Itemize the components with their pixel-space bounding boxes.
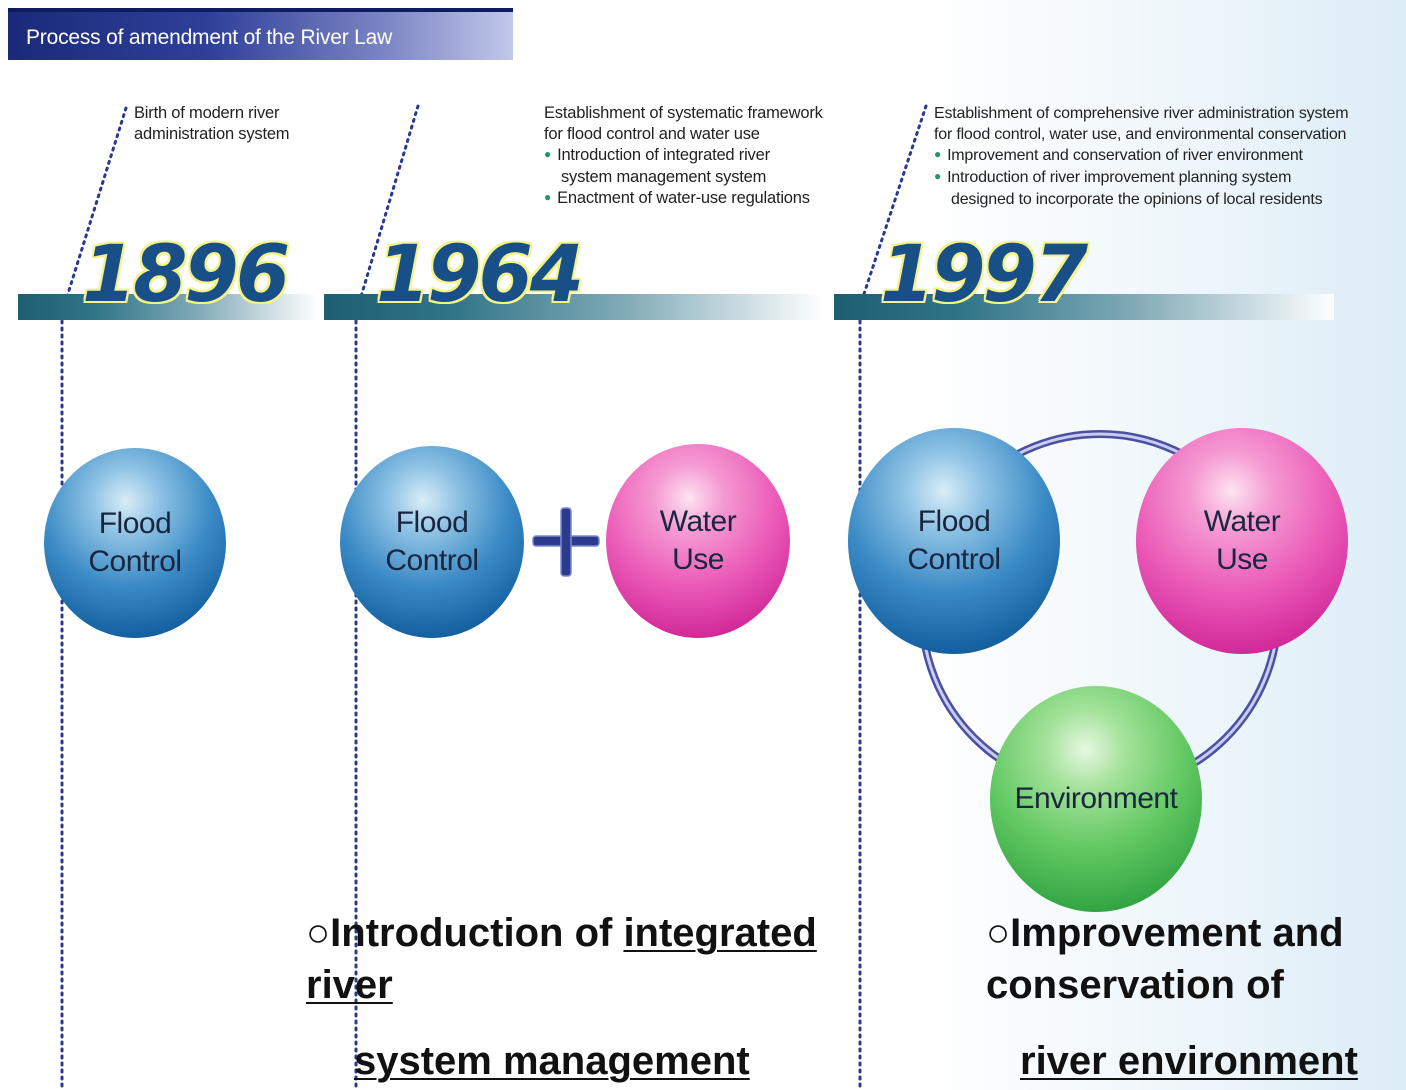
caption-right-line1: ○Improvement and	[986, 910, 1344, 956]
bullet-icon: ●	[934, 147, 942, 161]
timeline-bar-1997	[834, 294, 1334, 320]
note-1997-bullet2b: designed to incorporate the opinions of …	[951, 191, 1323, 208]
note-1964-bullet2: Enactment of water-use regulations	[557, 189, 810, 207]
caption-right-line3: river environment	[1020, 1038, 1358, 1084]
caption-left-line3: system management	[354, 1038, 750, 1084]
sphere-label-control: Control	[88, 545, 182, 578]
note-1964-line1: Establishment of systematic framework	[544, 104, 823, 122]
sphere-label-use: Use	[1216, 543, 1268, 576]
circle-icon: ○	[306, 911, 331, 955]
timeline-bar-1896	[18, 294, 318, 320]
note-1997-line2: for flood control, water use, and enviro…	[934, 126, 1347, 143]
year-1997: 1997	[880, 230, 1088, 320]
caption-left-part1: Introduction of	[330, 911, 624, 955]
sphere-water-use-1997: Water Use	[1136, 428, 1348, 654]
sphere-label-use: Use	[672, 543, 724, 576]
sphere-label-control: Control	[907, 543, 1001, 576]
caption-left-part4: system management	[354, 1039, 750, 1083]
sphere-label-flood: Flood	[395, 506, 469, 539]
caption-left-line1: ○Introduction of integrated	[306, 910, 817, 956]
note-1896-line1: Birth of modern river	[134, 104, 280, 122]
note-1964-line2: for flood control and water use	[544, 125, 760, 143]
sphere-water-use-1964: Water Use	[606, 444, 790, 638]
caption-right-part3: river environment	[1020, 1039, 1358, 1083]
circle-icon: ○	[986, 911, 1011, 955]
note-1896: Birth of modern river administration sys…	[134, 103, 290, 145]
year-1964: 1964	[376, 230, 584, 320]
sphere-environment-1997: Environment	[990, 686, 1202, 912]
caption-left-part3: river	[306, 963, 393, 1007]
bullet-icon: ●	[544, 190, 552, 204]
caption-right-part2: conservation of	[986, 963, 1284, 1007]
sphere-label-control: Control	[385, 544, 479, 577]
note-1997-bullet1: Improvement and conservation of river en…	[947, 147, 1303, 164]
header-title: Process of amendment of the River Law	[26, 26, 393, 49]
sphere-label-environment: Environment	[1014, 782, 1178, 815]
dotted-diagonal-1997	[860, 104, 928, 302]
sphere-label-water: Water	[1203, 505, 1281, 538]
bullet-icon: ●	[544, 147, 552, 161]
sphere-label-flood: Flood	[98, 507, 172, 540]
bullet-icon: ●	[934, 169, 942, 183]
caption-right-line2: conservation of	[986, 962, 1284, 1008]
note-1964-bullet1a: Introduction of integrated river	[557, 146, 770, 164]
caption-left-part2: integrated	[623, 911, 817, 955]
note-1997-line1: Establishment of comprehensive river adm…	[934, 105, 1349, 122]
note-1997: Establishment of comprehensive river adm…	[934, 103, 1349, 210]
note-1964-bullet1b: system management system	[561, 168, 767, 186]
sphere-flood-control-1896: Flood Control	[44, 448, 226, 638]
sphere-flood-control-1964: Flood Control	[340, 446, 524, 638]
note-1896-line2: administration system	[134, 125, 290, 143]
caption-right-part1: Improvement and	[1010, 911, 1344, 955]
sphere-flood-control-1997: Flood Control	[848, 428, 1060, 654]
sphere-label-flood: Flood	[917, 505, 991, 538]
note-1997-bullet2a: Introduction of river improvement planni…	[947, 169, 1292, 186]
header-bar: Process of amendment of the River Law	[8, 8, 513, 60]
note-1964: Establishment of systematic framework fo…	[544, 103, 823, 210]
timeline-bar-1964	[324, 294, 824, 320]
year-1896: 1896	[82, 230, 290, 320]
sphere-label-water: Water	[659, 505, 737, 538]
dotted-diagonal-1896	[64, 106, 128, 302]
caption-left-line2: river	[306, 962, 393, 1008]
dotted-diagonal-1964	[358, 104, 420, 302]
